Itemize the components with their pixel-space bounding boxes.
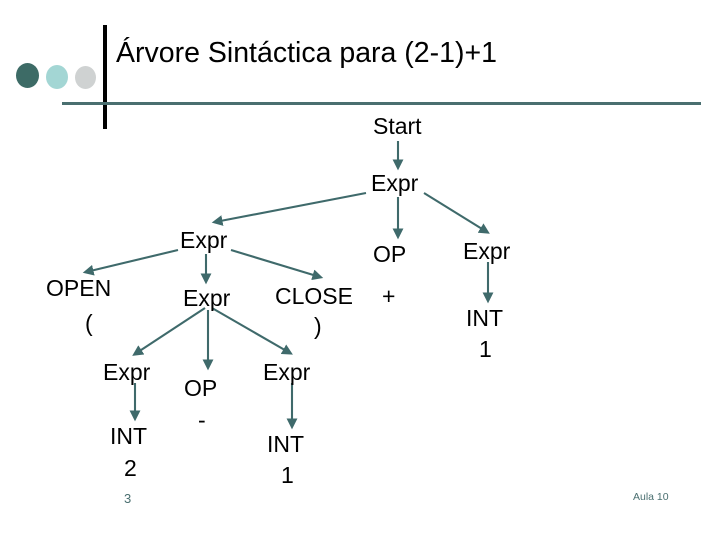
tree-edge-expr-l1-to-open (82, 248, 179, 276)
tree-node-expr-r1: Expr (463, 238, 511, 264)
tree-node-close-paren: ) (314, 313, 322, 339)
page-title: Árvore Sintáctica para (2-1)+1 (116, 37, 497, 69)
footer-note: Aula 10 (633, 491, 669, 503)
tree-edge-expr-l2-to-expr-l3 (132, 307, 206, 356)
tree-node-op-l3: OP (184, 375, 218, 401)
decorative-dot-gray (75, 66, 96, 89)
tree-node-two: 2 (124, 455, 137, 481)
title-horizontal-rule (62, 102, 701, 105)
tree-node-op-root: OP (373, 241, 407, 267)
slide-number: 3 (124, 491, 132, 506)
tree-node-plus: + (382, 283, 396, 309)
tree-node-expr-l2: Expr (183, 285, 231, 311)
tree-node-expr-l3b: Expr (263, 359, 311, 385)
tree-node-expr-l1: Expr (180, 227, 228, 253)
tree-node-open-paren: ( (85, 310, 93, 336)
tree-node-int-r1: INT (466, 305, 504, 331)
decorative-dot-light (46, 65, 68, 89)
tree-edge-expr-root-to-expr-l1 (211, 191, 367, 226)
title-vertical-rule (103, 25, 107, 129)
tree-node-int-l3: INT (110, 423, 148, 449)
tree-edge-expr-l2-to-expr-l3b (211, 307, 293, 355)
tree-node-one-mid: 1 (281, 462, 294, 488)
tree-node-int-l3b: INT (267, 431, 305, 457)
tree-node-start: Start (373, 113, 422, 139)
tree-node-minus: - (198, 407, 206, 433)
tree-edge-expr-root-to-expr-r1 (423, 192, 490, 234)
tree-node-one-right: 1 (479, 336, 492, 362)
tree-edge-expr-l1-to-close (230, 248, 324, 281)
decorative-dot-dark (16, 63, 39, 88)
tree-node-expr-root: Expr (371, 170, 419, 196)
tree-node-close: CLOSE (275, 283, 353, 309)
tree-node-open: OPEN (46, 275, 112, 301)
tree-node-expr-l3: Expr (103, 359, 151, 385)
